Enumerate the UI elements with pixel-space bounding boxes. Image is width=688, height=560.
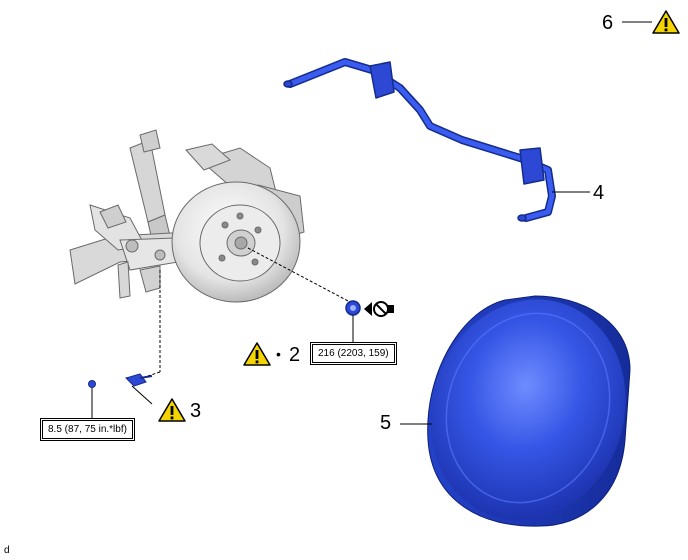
- callout-6: 6: [602, 12, 614, 34]
- caution-triangle-icon: [158, 398, 186, 422]
- torque-spec-nut-value: 216 (2203, 159): [312, 344, 395, 363]
- callout-2: 2: [289, 344, 301, 366]
- torque-spec-bolt-value: 8.5 (87, 75 in.*lbf): [42, 420, 133, 439]
- torque-spec-nut: 216 (2203, 159): [310, 342, 397, 365]
- spare-tire: [427, 295, 631, 527]
- rear-axle-assembly: [69, 129, 305, 303]
- leader-lines: [91, 21, 652, 425]
- do-not-reuse-icon: [364, 301, 394, 317]
- callout-4: 4: [593, 182, 605, 204]
- callout-3: 3: [190, 400, 202, 422]
- callout-5: 5: [380, 412, 392, 434]
- torque-spec-bolt: 8.5 (87, 75 in.*lbf): [40, 418, 135, 441]
- figure-code: d: [4, 545, 10, 556]
- hub-nut: [345, 300, 361, 316]
- bullet-marker: •: [276, 346, 281, 362]
- bolt: [88, 373, 153, 388]
- caution-triangle-icon: [243, 342, 271, 366]
- caution-triangle-icon: [652, 10, 680, 34]
- stabilizer-bar: [283, 58, 556, 222]
